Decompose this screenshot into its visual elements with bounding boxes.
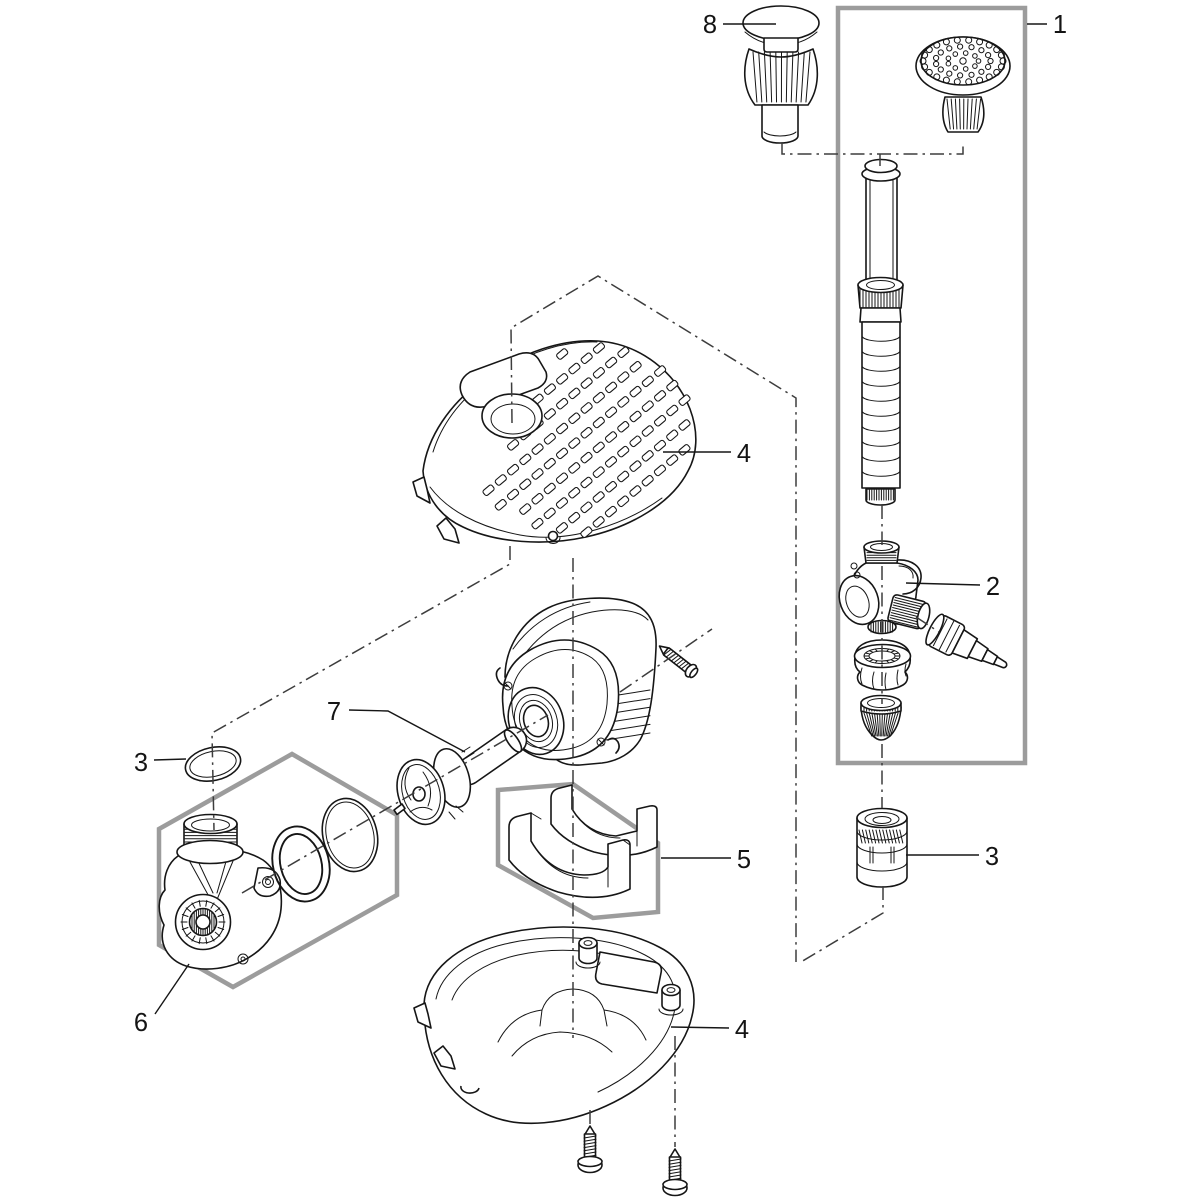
diverter-tee [838, 540, 931, 635]
motor-unit [495, 597, 657, 766]
part-label-4-top: 4 [737, 440, 751, 468]
housing-top-port [183, 813, 238, 835]
assembly-axis [915, 616, 940, 633]
thread-ticks [180, 899, 226, 945]
leader-line-6 [154, 963, 190, 1015]
tube-cap [864, 158, 898, 174]
assembly-axis [241, 714, 549, 894]
o-ring-large [321, 797, 379, 873]
pump-casing-bottom [413, 926, 695, 1125]
leader-line-4-bottom [670, 1026, 730, 1029]
thread-ticks [863, 648, 901, 664]
pump-casing-top [412, 340, 697, 544]
screw-right [662, 1148, 688, 1197]
casing-grille [482, 342, 691, 538]
strainer-hatch [863, 712, 899, 737]
spray-nozzle-head [915, 36, 1011, 133]
leader-lines [153, 23, 1047, 1029]
assembly-axis [211, 546, 511, 831]
hose-tail-connector [925, 613, 1008, 669]
parts [158, 5, 1011, 1197]
motor-clamps [508, 784, 658, 899]
casing-panel [459, 352, 548, 408]
thread-hatch [866, 489, 894, 501]
screw-post [575, 936, 601, 969]
assembly-axis [781, 143, 964, 155]
assembly-axes [211, 143, 964, 1147]
strainer-cone [860, 694, 902, 741]
part-label-3-right: 3 [985, 843, 999, 871]
part-label-8: 8 [703, 11, 717, 39]
riser-tube [857, 158, 904, 506]
casing-inner-block [594, 951, 663, 994]
casing-tab [413, 1002, 432, 1029]
casing-tab [436, 517, 460, 544]
rotor-impeller [393, 726, 528, 826]
part-label-2: 2 [986, 573, 1000, 601]
hose-adapter [856, 807, 908, 888]
casing-tab [412, 476, 431, 504]
casing-tab [433, 1045, 456, 1070]
nozzle-dome [742, 5, 820, 41]
seal-ring [184, 746, 242, 782]
housing-lug [253, 866, 282, 898]
tube-ribs [862, 336, 900, 477]
part-label-7: 7 [327, 698, 341, 726]
screw-post [658, 983, 684, 1016]
assembly-axis [800, 886, 884, 963]
thread-hatch [888, 596, 925, 628]
screw-left [577, 1125, 603, 1174]
part-label-5: 5 [737, 846, 751, 874]
housing-top-flange [176, 839, 244, 865]
clamp-back [550, 784, 658, 857]
part-label-1: 1 [1053, 11, 1067, 39]
clamp-front [508, 812, 631, 899]
group-box-1 [835, 5, 1028, 766]
diverter-boss [887, 594, 931, 630]
assembly-axis [510, 275, 797, 962]
leader-line-7 [348, 709, 466, 753]
thread-hatch [858, 829, 904, 844]
leader-line-2 [905, 582, 981, 586]
motor-screw [658, 645, 699, 679]
tube-body [861, 321, 901, 489]
leader-line-3-left [153, 758, 187, 761]
impeller-hub [412, 786, 426, 802]
part-label-6: 6 [134, 1009, 148, 1037]
assembly-axis [619, 628, 713, 693]
fountain-nozzle [742, 5, 820, 144]
nozzle-flutes [752, 51, 811, 103]
pump-housing [158, 813, 283, 970]
part-label-3-left: 3 [134, 749, 148, 777]
part-label-4-bottom: 4 [735, 1016, 749, 1044]
thread-hatch [870, 621, 894, 633]
nozzle-jet-holes [919, 36, 1007, 86]
nozzle-flutes [946, 98, 982, 130]
diverter-arm [896, 559, 922, 595]
callout-labels: 8 1 4 2 7 3 5 3 6 4 [134, 11, 1067, 1044]
seal-ring-large [271, 825, 331, 903]
tube-thread-end [865, 488, 896, 506]
